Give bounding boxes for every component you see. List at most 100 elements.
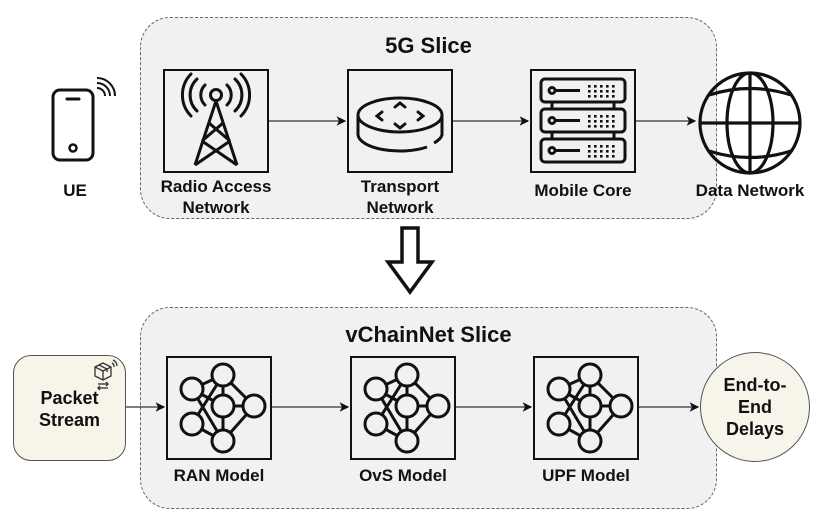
server-led-dot [594,90,597,93]
server-led-dot [588,115,591,118]
delays-line1: End-to- [723,375,787,395]
server-led-dot [606,115,609,118]
nn-node [394,362,420,388]
server-led-dot [588,155,591,158]
server-led-dot [588,150,591,153]
server-led-dot [612,125,615,128]
nn-node [546,411,572,437]
server-led-dot [600,85,603,88]
nn-node [210,428,236,454]
server-led-dot [594,95,597,98]
nn-node [394,393,420,419]
nn-node [210,393,236,419]
server-led-dot [588,85,591,88]
packet-stream-node[interactable]: Packet Stream [13,355,126,461]
server-led-dot [612,120,615,123]
delays-line3: Delays [725,419,785,439]
neural-network-icon [363,362,451,454]
ue-label: UE [63,181,87,200]
server-led-dot [606,125,609,128]
server-led-dot [594,150,597,153]
server-led-dot [612,145,615,148]
server-led-dot [600,125,603,128]
ran-model-box[interactable] [166,356,272,460]
smartphone-wifi-icon [51,77,116,162]
server-led-dot [612,150,615,153]
5g-slice-title: 5G Slice [385,33,472,58]
package-wireless-icon [94,359,118,391]
server-led-dot [606,145,609,148]
server-led-dot [588,125,591,128]
server-led-dot [588,145,591,148]
server-led-dot [594,85,597,88]
server-led-dot [606,95,609,98]
server-led-dot [600,95,603,98]
hollow-down-arrow-icon [384,226,436,295]
nn-node [425,393,451,419]
server-led-dot [612,90,615,93]
server-led-dot [588,95,591,98]
nn-node [241,393,267,419]
ovs-model-box[interactable] [350,356,456,460]
cell-tower-icon [180,72,252,167]
upf-model-box[interactable] [533,356,639,460]
server-led-dot [606,85,609,88]
vchainnet-slice-title: vChainNet Slice [345,322,512,347]
server-led-dot [594,125,597,128]
ovs-model-label: OvS Model [359,466,447,485]
server-led-dot [600,90,603,93]
nn-node [608,393,634,419]
packet-stream-line2: Stream [38,410,101,430]
nn-node [394,428,420,454]
delays-line2: End [738,397,772,417]
nn-node [577,393,603,419]
packet-stream-line1: Packet [40,388,99,408]
server-rack-icon [539,77,627,164]
ran-label-line2: Network [182,198,250,217]
upf-model-label: UPF Model [542,466,630,485]
nn-node [577,362,603,388]
transport-label-line2: Network [366,198,434,217]
server-led-dot [594,155,597,158]
server-led-dot [606,120,609,123]
server-led-dot [588,90,591,93]
server-led-dot [594,115,597,118]
5g-slice-container [140,17,717,219]
nn-node [210,362,236,388]
server-led-dot [600,155,603,158]
server-led-dot [594,120,597,123]
neural-network-icon [179,362,267,454]
nn-node [179,376,205,402]
server-led-dot [600,145,603,148]
nn-node [363,411,389,437]
data-network-label: Data Network [695,181,805,200]
router-icon [356,96,444,153]
mobile-core-box[interactable] [530,69,636,173]
end-to-end-delays-node[interactable]: End-to- End Delays [700,352,810,462]
ran-box[interactable] [163,69,269,173]
nn-node [179,411,205,437]
server-led-dot [588,120,591,123]
ran-label-line1: Radio Access [160,177,272,196]
server-led-dot [606,155,609,158]
server-led-dot [594,145,597,148]
server-led-dot [600,120,603,123]
mobile-core-label: Mobile Core [534,181,632,200]
ran-model-label: RAN Model [173,466,265,485]
nn-node [577,428,603,454]
server-led-dot [606,150,609,153]
nn-node [546,376,572,402]
globe-icon [698,71,802,175]
server-led-dot [600,150,603,153]
server-led-dot [612,115,615,118]
neural-network-icon [546,362,634,454]
server-led-dot [612,95,615,98]
server-led-dot [606,90,609,93]
server-led-dot [612,85,615,88]
transport-box[interactable] [347,69,453,173]
server-led-dot [600,115,603,118]
server-led-dot [612,155,615,158]
transport-label-line1: Transport [360,177,440,196]
